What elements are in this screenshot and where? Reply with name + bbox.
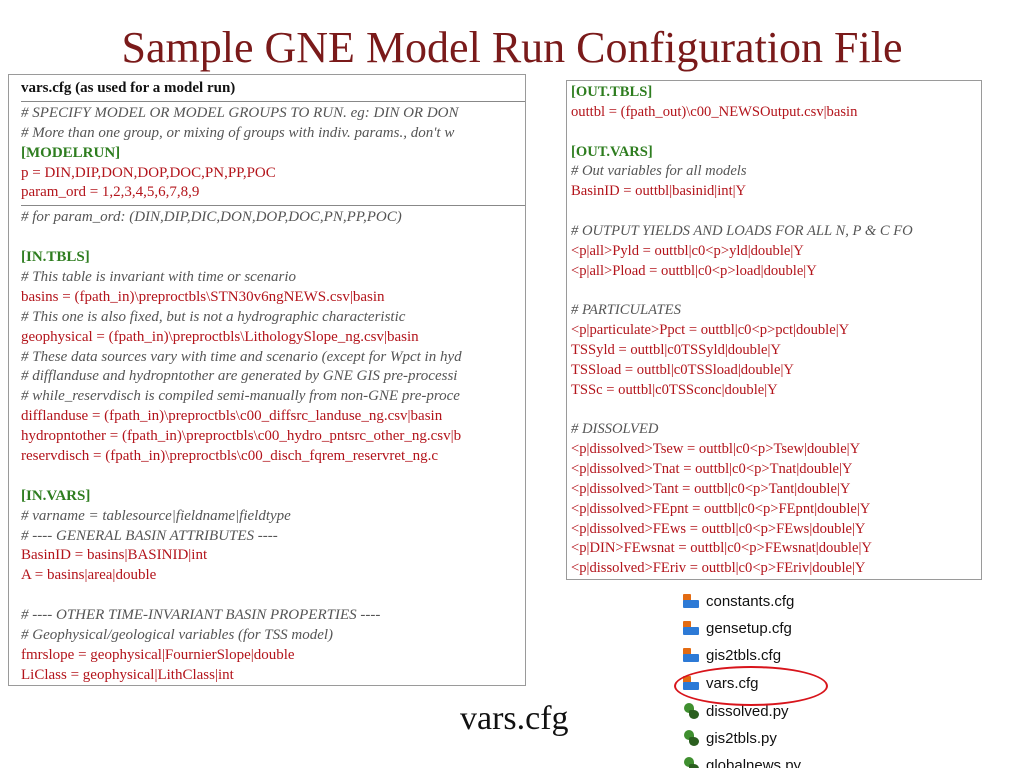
file-name: gensetup.cfg bbox=[706, 619, 792, 637]
right-code-line: BasinID = outtbl|basinid|int|Y bbox=[571, 183, 747, 200]
left-code-line: fmrslope = geophysical|FournierSlope|dou… bbox=[21, 646, 295, 663]
vars-cfg-listing-right: [OUT.TBLS] outtbl = (fpath_out)\c00_NEWSO… bbox=[566, 80, 982, 580]
left-code-line: # ---- GENERAL BASIN ATTRIBUTES ---- bbox=[21, 527, 278, 544]
file-item-dissolved[interactable]: dissolved.py bbox=[682, 700, 789, 722]
python-file-icon bbox=[682, 729, 702, 747]
left-code-line: # These data sources vary with time and … bbox=[21, 348, 462, 365]
left-code-line: # SPECIFY MODEL OR MODEL GROUPS TO RUN. … bbox=[21, 104, 459, 121]
left-code-lines: vars.cfg (as used for a model run) # SPEC… bbox=[9, 75, 525, 685]
left-code-line: reservdisch = (fpath_in)\preproctbls\c00… bbox=[21, 448, 439, 465]
right-code-line: # OUTPUT YIELDS AND LOADS FOR ALL N, P &… bbox=[571, 222, 913, 239]
left-code-line: vars.cfg (as used for a model run) bbox=[21, 80, 236, 96]
left-code-line: basins = (fpath_in)\preproctbls\STN30v6n… bbox=[21, 288, 385, 305]
right-code-line: <p|dissolved>Tant = outtbl|c0<p>Tant|dou… bbox=[571, 480, 851, 497]
file-name: constants.cfg bbox=[706, 592, 795, 610]
left-code-line: param_ord = 1,2,3,4,5,6,7,8,9 bbox=[21, 184, 200, 201]
left-code-line: # varname = tablesource|fieldname|fieldt… bbox=[21, 507, 291, 524]
file-item-gis2tbls-cfg[interactable]: gis2tbls.cfg bbox=[682, 644, 781, 666]
file-caption: vars.cfg bbox=[460, 700, 569, 737]
file-item-globalnews[interactable]: globalnews.py bbox=[682, 754, 801, 768]
file-item-constants[interactable]: constants.cfg bbox=[682, 590, 794, 612]
right-code-line: <p|all>Pload = outtbl|c0<p>load|double|Y bbox=[571, 262, 817, 279]
right-code-line: <p|dissolved>FEriv = outtbl|c0<p>FEriv|d… bbox=[571, 560, 866, 577]
cfg-file-icon bbox=[682, 646, 702, 664]
right-code-line: TSSyld = outtbl|c0TSSyld|double|Y bbox=[571, 341, 781, 358]
left-code-line: A = basins|area|double bbox=[21, 567, 157, 584]
left-code-line: p = DIN,DIP,DON,DOP,DOC,PN,PP,POC bbox=[21, 164, 276, 181]
left-code-line: difflanduse = (fpath_in)\preproctbls\c00… bbox=[21, 408, 443, 425]
right-code-line: # PARTICULATES bbox=[571, 302, 681, 319]
left-code-line bbox=[21, 228, 525, 248]
left-code-line: # for param_ord: (DIN,DIP,DIC,DON,DOP,DO… bbox=[21, 209, 402, 226]
left-code-line bbox=[21, 586, 525, 606]
left-code-line: # while_reservdisch is compiled semi-man… bbox=[21, 388, 460, 405]
right-code-line: # Out variables for all models bbox=[571, 163, 747, 180]
left-code-line: # ---- OTHER TIME-INVARIANT BASIN PROPER… bbox=[21, 607, 381, 624]
left-code-line: geophysical = (fpath_in)\preproctbls\Lit… bbox=[21, 328, 419, 345]
right-code-line: [OUT.VARS] bbox=[571, 143, 653, 160]
right-code-line: <p|DIN>FEwsnat = outtbl|c0<p>FEwsnat|dou… bbox=[571, 540, 872, 557]
file-item-gensetup[interactable]: gensetup.cfg bbox=[682, 617, 792, 639]
file-name: globalnews.py bbox=[706, 756, 802, 768]
slide-title: Sample GNE Model Run Configuration File bbox=[121, 23, 903, 72]
left-code-line: LiClass = geophysical|LithClass|int bbox=[21, 666, 234, 683]
python-file-icon bbox=[682, 756, 702, 768]
left-code-line bbox=[21, 467, 525, 487]
left-code-line: # This one is also fixed, but is not a h… bbox=[21, 308, 406, 325]
file-name: gis2tbls.py bbox=[706, 729, 777, 747]
right-code-line bbox=[571, 281, 981, 301]
cfg-file-icon bbox=[682, 592, 702, 610]
left-code-line: hydropntother = (fpath_in)\preproctbls\c… bbox=[21, 428, 462, 445]
right-code-line: <p|dissolved>FEpnt = outtbl|c0<p>FEpnt|d… bbox=[571, 500, 871, 517]
right-code-lines: [OUT.TBLS] outtbl = (fpath_out)\c00_NEWSO… bbox=[567, 81, 981, 579]
vars-cfg-listing-left: vars.cfg (as used for a model run) # SPEC… bbox=[8, 74, 526, 686]
right-code-line: <p|all>Pyld = outtbl|c0<p>yld|double|Y bbox=[571, 242, 804, 259]
left-code-line: BasinID = basins|BASINID|int bbox=[21, 547, 208, 564]
cfg-file-icon bbox=[682, 619, 702, 637]
left-code-line: # More than one group, or mixing of grou… bbox=[21, 124, 455, 141]
right-code-line: TSSc = outtbl|c0TSSconc|double|Y bbox=[571, 381, 778, 398]
file-explorer: constants.cfg gensetup.cfg gis2tbls.cfg … bbox=[676, 584, 826, 768]
right-code-line: # DISSOLVED bbox=[571, 421, 659, 438]
right-code-line bbox=[571, 401, 981, 421]
right-code-line bbox=[571, 123, 981, 143]
left-code-line: # Geophysical/geological variables (for … bbox=[21, 627, 334, 644]
right-code-line: TSSload = outtbl|c0TSSload|double|Y bbox=[571, 361, 794, 378]
section-divider bbox=[21, 205, 525, 207]
right-code-line: <p|dissolved>Tnat = outtbl|c0<p>Tnat|dou… bbox=[571, 461, 853, 478]
right-code-line: <p|particulate>Ppct = outtbl|c0<p>pct|do… bbox=[571, 322, 850, 339]
right-code-line: <p|dissolved>Tsew = outtbl|c0<p>Tsew|dou… bbox=[571, 441, 861, 458]
python-file-icon bbox=[682, 702, 702, 720]
left-code-line: # This table is invariant with time or s… bbox=[21, 269, 297, 286]
right-code-line bbox=[571, 202, 981, 222]
file-name: gis2tbls.cfg bbox=[706, 646, 782, 664]
file-item-gis2tbls-py[interactable]: gis2tbls.py bbox=[682, 727, 777, 749]
left-code-line: [IN.VARS] bbox=[21, 487, 91, 504]
right-code-line: [OUT.TBLS] bbox=[571, 84, 653, 100]
left-code-line: # difflanduse and hydropntother are gene… bbox=[21, 368, 458, 385]
right-code-line: <p|dissolved>FEws = outtbl|c0<p>FEws|dou… bbox=[571, 520, 866, 537]
file-name: dissolved.py bbox=[706, 702, 789, 720]
header-divider bbox=[21, 100, 525, 102]
left-code-line: [MODELRUN] bbox=[21, 144, 121, 161]
vars-cfg-highlight-ring bbox=[674, 666, 828, 706]
left-code-line: [IN.TBLS] bbox=[21, 249, 90, 266]
right-code-line: outtbl = (fpath_out)\c00_NEWSOutput.csv|… bbox=[571, 103, 858, 120]
